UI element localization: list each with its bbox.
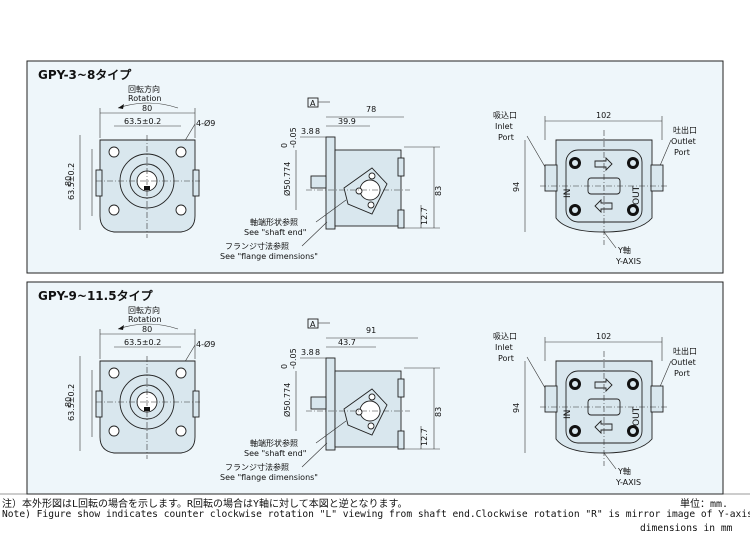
flow-arrow-icon-2 bbox=[594, 419, 613, 435]
shaft-note-jp: 軸端形状参照 bbox=[250, 438, 298, 448]
inlet-label-en: Inlet bbox=[495, 122, 513, 131]
shaft-note-jp: 軸端形状参照 bbox=[250, 217, 298, 227]
side-dim-a: 3.8 bbox=[301, 127, 314, 136]
outlet-label-jp: 吐出口 bbox=[673, 125, 697, 135]
front-center: 63.5±0.2 bbox=[124, 117, 161, 126]
y-axis-label-en: Y-AXIS bbox=[615, 478, 641, 487]
flow-arrow-icon-2 bbox=[594, 198, 613, 214]
side-pilot: Ø50.774 bbox=[282, 162, 292, 196]
inlet-label-en: Inlet bbox=[495, 343, 513, 352]
front-center: 63.5±0.2 bbox=[124, 338, 161, 347]
panel-gpy-3-8: GPY-3~8タイプ 回転方向 Rotation 80 63.5±0.2 4-Ø… bbox=[26, 60, 724, 274]
out-mark: OUT bbox=[632, 185, 642, 205]
front-view: 回転方向 Rotation 80 63.5±0.2 4-Ø9 80 63.5±0… bbox=[64, 305, 215, 459]
outlet-port-label: Port bbox=[674, 148, 690, 157]
side-tolerance: 0-0.05 bbox=[280, 127, 298, 148]
flange-note-en: See "flange dimensions" bbox=[220, 473, 318, 482]
side-view: A 91 43.7 3.8 8 0-0.05 Ø50.774 bbox=[220, 318, 443, 482]
rear-view: 102 94 吸込口 Inlet Port 吐出口 Outlet Port IN bbox=[493, 111, 697, 266]
side-view: A 78 39.9 3.8 8 0-0.05 Ø50.774 bbox=[220, 97, 443, 261]
front-height: 80 bbox=[64, 176, 73, 186]
front-holes: 4-Ø9 bbox=[196, 339, 215, 349]
rear-width: 102 bbox=[596, 332, 611, 341]
y-axis-label-en: Y-AXIS bbox=[615, 257, 641, 266]
side-length: 78 bbox=[366, 105, 376, 114]
rear-view: 102 94 吸込口 Inlet Port 吐出口 Outlet Port IN bbox=[493, 332, 697, 487]
outlet-label-en: Outlet bbox=[671, 358, 696, 367]
inlet-port-label: Port bbox=[498, 133, 514, 142]
outlet-label-jp: 吐出口 bbox=[673, 346, 697, 356]
panel-title: GPY-9~11.5タイプ bbox=[38, 288, 154, 303]
note-jp: 注）本外形図はL回転の場合を示します。R回転の場合はY軸に対して本図と逆となりま… bbox=[2, 499, 408, 510]
inlet-label-jp: 吸込口 bbox=[493, 111, 517, 120]
outlet-port-label: Port bbox=[674, 369, 690, 378]
flange-note-jp: フランジ寸法参照 bbox=[225, 241, 289, 251]
side-tolerance: 0-0.05 bbox=[280, 348, 298, 369]
rotation-label-en: Rotation bbox=[128, 94, 161, 103]
flange-note-jp: フランジ寸法参照 bbox=[225, 462, 289, 472]
side-height: 83 bbox=[434, 407, 443, 417]
inlet-port-label: Port bbox=[498, 354, 514, 363]
front-view: 回転方向 Rotation 80 63.5±0.2 4-Ø9 80 63.5±0… bbox=[64, 84, 215, 238]
front-height: 80 bbox=[64, 397, 73, 407]
rotation-label-jp: 回転方向 bbox=[128, 305, 160, 315]
front-vcenter: 63.5±0.2 bbox=[67, 163, 76, 200]
side-height: 83 bbox=[434, 186, 443, 196]
rear-width: 102 bbox=[596, 111, 611, 120]
outlet-label-en: Outlet bbox=[671, 137, 696, 146]
datum-label: A bbox=[310, 320, 316, 329]
side-length: 91 bbox=[366, 326, 376, 335]
rotation-label-en: Rotation bbox=[128, 315, 161, 324]
front-width: 80 bbox=[142, 104, 152, 113]
side-to-flange: 39.9 bbox=[338, 117, 356, 126]
rotation-label-jp: 回転方向 bbox=[128, 84, 160, 94]
rotation-arrow-icon bbox=[118, 104, 124, 109]
front-width: 80 bbox=[142, 325, 152, 334]
panel-gpy-9-11-5: GPY-9~11.5タイプ 回転方向 Rotation 80 63.5±0.2 … bbox=[26, 281, 724, 495]
side-to-flange: 43.7 bbox=[338, 338, 356, 347]
front-vcenter: 63.5±0.2 bbox=[67, 384, 76, 421]
shaft-note-en: See "shaft end" bbox=[244, 449, 306, 458]
rear-height: 94 bbox=[512, 403, 521, 413]
side-dim-a: 3.8 bbox=[301, 348, 314, 357]
rotation-arrow-icon bbox=[118, 325, 124, 330]
side-offset: 12.7 bbox=[420, 428, 429, 446]
front-holes: 4-Ø9 bbox=[196, 118, 215, 128]
note-en: Note) Figure show indicates counter cloc… bbox=[2, 509, 750, 520]
out-mark: OUT bbox=[632, 406, 642, 426]
y-axis-label-jp: Y軸 bbox=[617, 245, 631, 255]
in-mark: IN bbox=[563, 410, 573, 419]
unit-jp: 単位：mm. bbox=[680, 499, 729, 510]
side-offset: 12.7 bbox=[420, 207, 429, 225]
flange-note-en: See "flange dimensions" bbox=[220, 252, 318, 261]
inlet-label-jp: 吸込口 bbox=[493, 332, 517, 341]
side-dim-b: 8 bbox=[315, 127, 320, 136]
y-axis-label-jp: Y軸 bbox=[617, 466, 631, 476]
shaft-note-en: See "shaft end" bbox=[244, 228, 306, 237]
rear-height: 94 bbox=[512, 182, 521, 192]
panel-title: GPY-3~8タイプ bbox=[38, 67, 132, 82]
unit-en: dimensions in mm bbox=[640, 523, 733, 534]
flow-arrow-icon bbox=[594, 377, 613, 393]
flow-arrow-icon bbox=[594, 156, 613, 172]
side-pilot: Ø50.774 bbox=[282, 383, 292, 417]
datum-label: A bbox=[310, 99, 316, 108]
side-dim-b: 8 bbox=[315, 348, 320, 357]
in-mark: IN bbox=[563, 189, 573, 198]
